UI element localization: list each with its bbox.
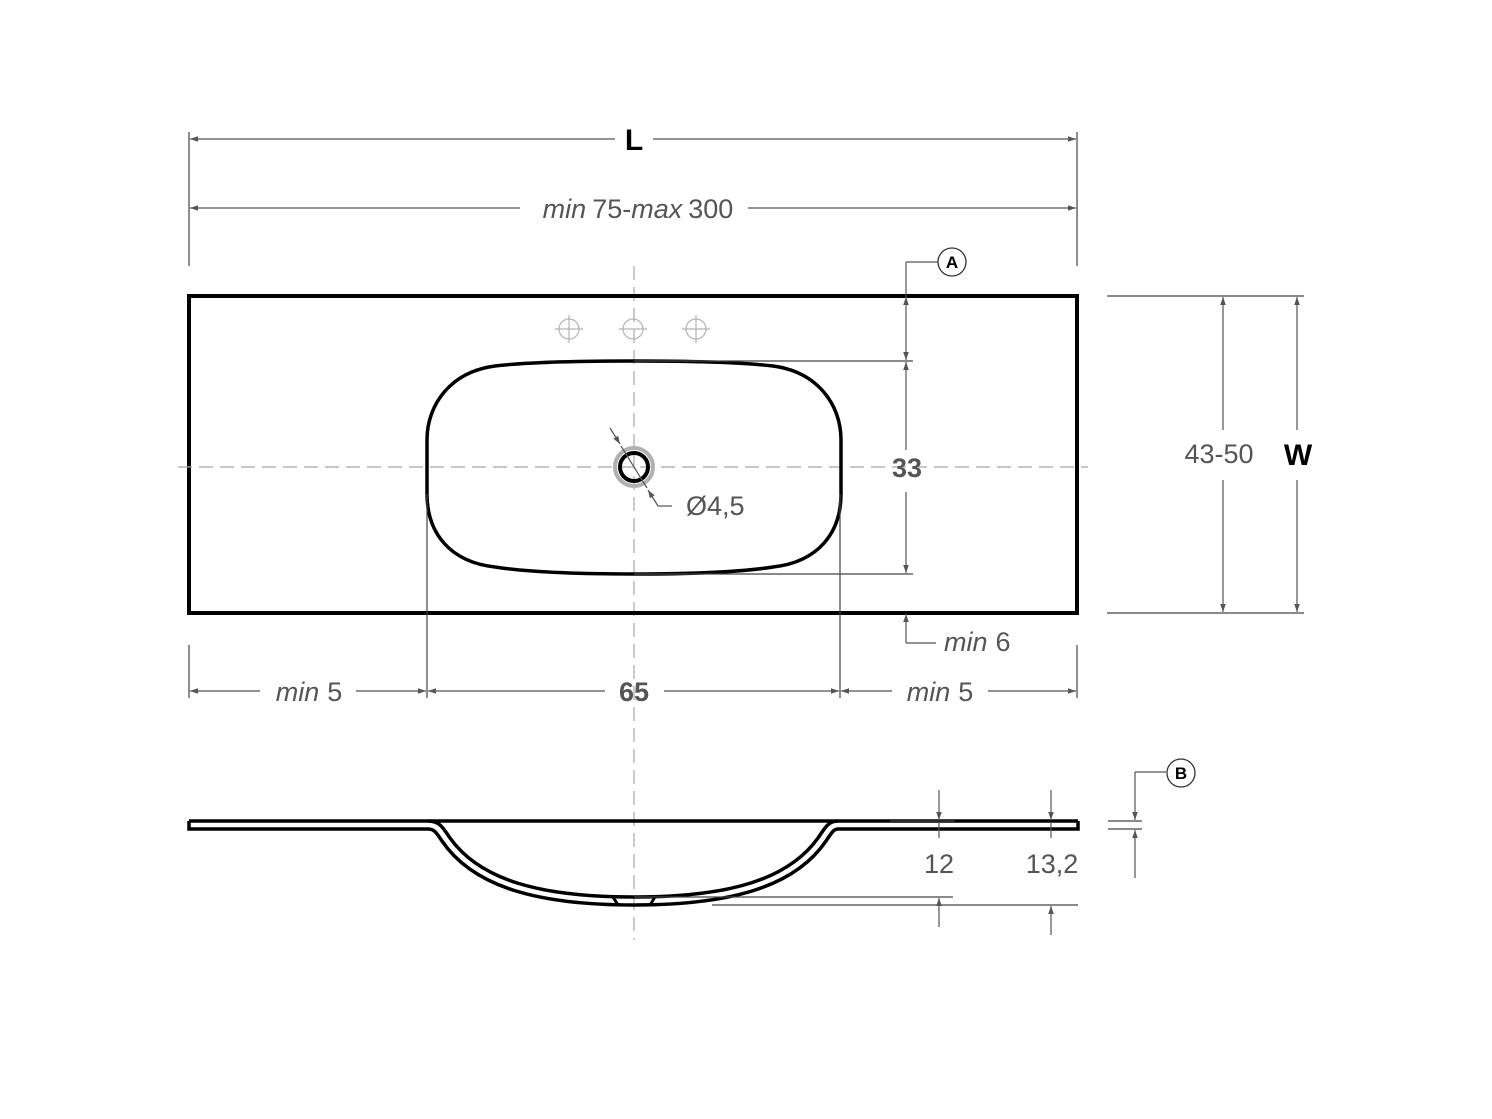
drain-dimension-line (620, 445, 648, 489)
countertop-outline (187, 294, 1079, 615)
section-drain (611, 896, 657, 906)
slab-thickness-dimension: B (1108, 758, 1196, 878)
min-value: 5 (958, 677, 973, 707)
section-left-slab (187, 821, 428, 831)
callout-a-label: A (946, 253, 958, 272)
drain-outer-ring (613, 446, 655, 488)
drain-dimension-leader (609, 427, 621, 445)
min-prefix: min (944, 627, 988, 657)
section-depth-dimensions: 12 13,2 (634, 790, 1078, 935)
front-margin-dimension: min 6 (903, 614, 1011, 657)
tap-holes (555, 315, 710, 343)
inner-depth-label: 12 (924, 849, 954, 879)
length-dimension-L: L (188, 124, 1078, 266)
min-value: 5 (327, 677, 342, 707)
callout-b-label: B (1175, 764, 1187, 783)
drain: Ø4,5 (609, 427, 745, 521)
tap-hole-left (555, 315, 583, 343)
length-symbol: L (625, 124, 643, 157)
tap-hole-right (682, 315, 710, 343)
outer-depth-label: 13,2 (1026, 849, 1079, 879)
max-value: 300 (688, 194, 733, 224)
basin-depth-dimension: 33 A (634, 247, 967, 575)
drain-diameter-label: Ø4,5 (686, 491, 745, 521)
min-prefix: min (907, 677, 951, 707)
section-basin-inner (427, 819, 839, 899)
range-separator: - (622, 194, 631, 224)
tap-hole-center (619, 318, 647, 340)
basin-depth-label: 33 (892, 453, 922, 483)
section-basin-outer (427, 827, 839, 907)
basin-length-label: 65 (619, 677, 649, 707)
max-prefix: max (631, 194, 684, 224)
drain-dimension-leader (647, 489, 659, 507)
width-symbol: W (1284, 439, 1313, 472)
section-right-slab (838, 821, 1080, 831)
min-prefix: min (276, 677, 320, 707)
callout-a-bubble (937, 247, 967, 277)
min-prefix: min (543, 194, 587, 224)
width-range-label: 43-50 (1184, 439, 1253, 469)
drain-inner-ring (618, 451, 650, 483)
callout-b-bubble (1166, 758, 1196, 788)
min-value: 6 (996, 627, 1011, 657)
front-margin-label: min 6 (944, 627, 1011, 657)
width-dimension: 43-50 W (1107, 295, 1313, 614)
min-value: 75 (592, 194, 622, 224)
